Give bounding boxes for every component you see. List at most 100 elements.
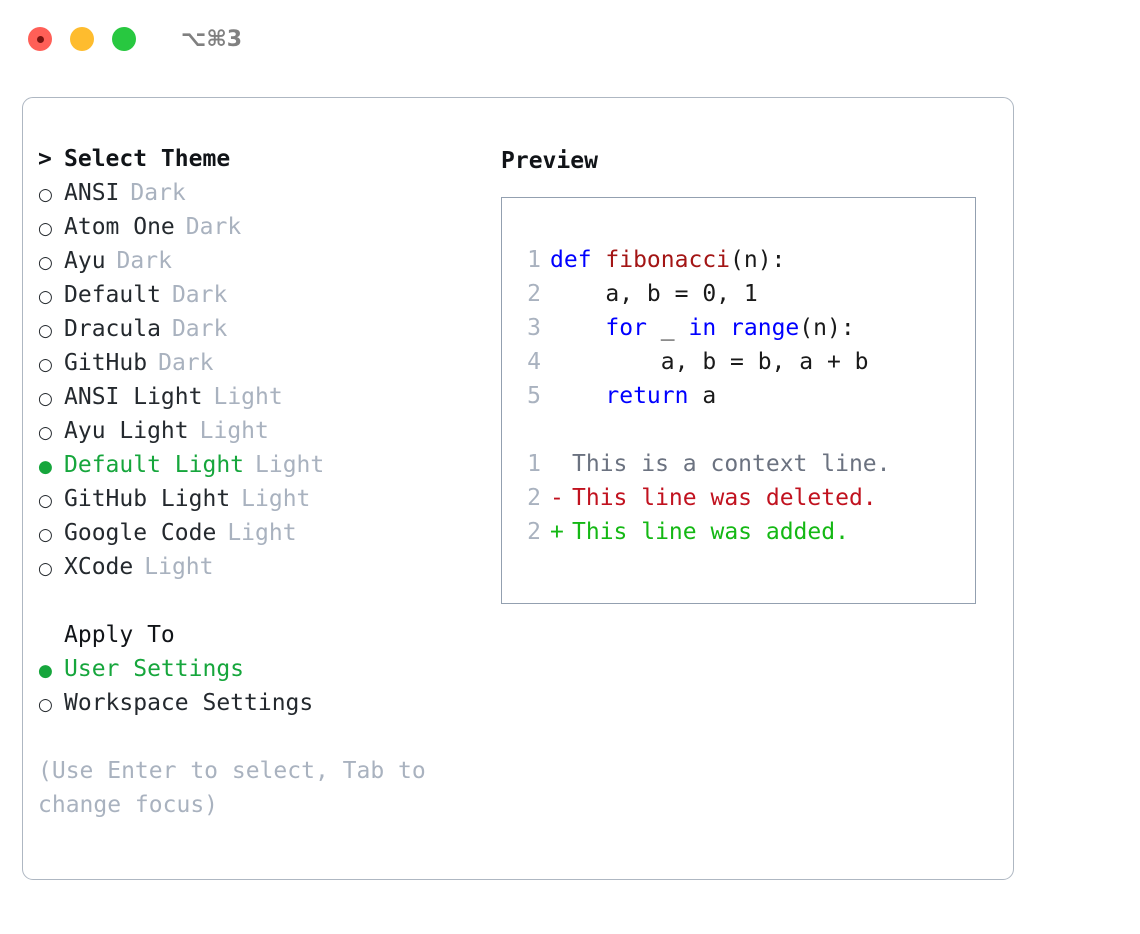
diff-text: This line was added.	[572, 519, 849, 545]
apply-to-option-user-settings[interactable]: ●User Settings	[38, 656, 478, 690]
maximize-window-icon[interactable]	[112, 27, 136, 51]
theme-option-label: Atom One	[64, 214, 175, 240]
code-token	[550, 383, 605, 409]
radio-unselected-icon: ○	[38, 253, 53, 273]
line-number: 1	[527, 451, 541, 477]
radio-unselected-icon: ○	[38, 389, 53, 409]
theme-option-label: ANSI	[64, 180, 120, 206]
code-line-text: def fibonacci(n):	[550, 243, 785, 277]
close-window-icon[interactable]	[28, 27, 52, 51]
code-token	[716, 315, 730, 341]
code-token: fibonacci	[605, 247, 731, 273]
theme-variant-badge: Light	[199, 418, 269, 444]
radio-unselected-icon: ○	[38, 185, 53, 205]
theme-option-ayu[interactable]: ○ Ayu Dark	[38, 248, 478, 282]
theme-option-atom-one[interactable]: ○ Atom One Dark	[38, 214, 478, 248]
diff-text: This line was deleted.	[572, 485, 877, 511]
apply-to-title: Apply To	[64, 622, 175, 648]
code-line: 5 return a	[502, 379, 975, 413]
select-theme-title: Select Theme	[64, 146, 231, 172]
diff-marker: -	[550, 485, 564, 511]
theme-variant-badge: Light	[213, 384, 283, 410]
theme-variant-badge: Light	[255, 452, 325, 478]
theme-option-label: Ayu	[64, 248, 106, 274]
radio-unselected-icon: ○	[38, 287, 53, 307]
theme-option-default-light[interactable]: ● Default Light Light	[38, 452, 478, 486]
radio-unselected-icon: ○	[38, 423, 53, 443]
code-token: return	[605, 383, 689, 409]
code-line-text: return a	[550, 379, 716, 413]
diff-line-text: +This line was added.	[550, 515, 849, 549]
code-line-text: a, b = b, a + b	[550, 345, 869, 379]
theme-option-label: XCode	[64, 554, 134, 580]
diff-sample: 1 This is a context line.2-This line was…	[502, 447, 975, 549]
theme-option-label: GitHub	[64, 350, 148, 376]
theme-variant-badge: Dark	[185, 214, 242, 240]
radio-unselected-icon: ○	[38, 559, 53, 579]
code-token: range	[730, 315, 800, 341]
diff-line: 2-This line was deleted.	[502, 481, 975, 515]
theme-option-github-light[interactable]: ○ GitHub Light Light	[38, 486, 478, 520]
select-theme-header: > Select Theme	[38, 146, 478, 180]
code-token: a, b = b, a + b	[550, 349, 869, 375]
line-number: 1	[527, 247, 541, 273]
theme-variant-badge: Dark	[158, 350, 214, 376]
code-token: a	[688, 383, 717, 409]
theme-option-github[interactable]: ○ GitHub Dark	[38, 350, 478, 384]
diff-marker	[550, 447, 572, 481]
theme-variant-badge: Light	[227, 520, 297, 546]
apply-to-option-label: User Settings	[64, 656, 245, 682]
line-number: 4	[527, 349, 541, 375]
diff-line-text: This is a context line.	[550, 447, 891, 481]
title-bar: ⌥⌘3	[0, 0, 1140, 78]
theme-variant-badge: Dark	[130, 180, 186, 206]
diff-line-text: -This line was deleted.	[550, 481, 877, 515]
keyboard-hint: (Use Enter to select, Tab to change focu…	[38, 758, 440, 818]
code-line-text: a, b = 0, 1	[550, 277, 758, 311]
theme-option-label: Default Light	[64, 452, 245, 478]
radio-unselected-icon: ○	[38, 491, 53, 511]
theme-option-label: Default	[64, 282, 161, 308]
preview-title: Preview	[501, 148, 598, 174]
code-line: 2 a, b = 0, 1	[502, 277, 975, 311]
theme-option-ansi-light[interactable]: ○ ANSI Light Light	[38, 384, 478, 418]
code-token: a, b = 0, 1	[550, 281, 758, 307]
code-token: (n):	[799, 315, 855, 341]
radio-unselected-icon: ○	[38, 695, 53, 715]
apply-to-option-label: Workspace Settings	[64, 690, 314, 716]
line-number: 5	[527, 383, 541, 409]
diff-line: 1 This is a context line.	[502, 447, 975, 481]
code-token: for	[605, 315, 647, 341]
theme-variant-badge: Light	[144, 554, 214, 580]
code-line-text: for _ in range(n):	[550, 311, 855, 345]
keyboard-shortcut-label: ⌥⌘3	[181, 26, 243, 52]
theme-option-ansi[interactable]: ○ ANSI Dark	[38, 180, 478, 214]
minimize-window-icon[interactable]	[70, 27, 94, 51]
theme-variant-badge: Light	[241, 486, 311, 512]
radio-unselected-icon: ○	[38, 355, 53, 375]
selection-caret-icon: >	[38, 146, 52, 172]
code-diff-spacer	[502, 413, 975, 447]
line-number: 2	[527, 485, 541, 511]
line-number: 2	[527, 281, 541, 307]
theme-option-label: GitHub Light	[64, 486, 231, 512]
list-spacer	[38, 588, 478, 622]
apply-to-option-workspace-settings[interactable]: ○ Workspace Settings	[38, 690, 478, 724]
theme-variant-badge: Dark	[171, 316, 228, 342]
theme-option-label: ANSI Light	[64, 384, 203, 410]
radio-selected-icon: ●	[38, 457, 53, 477]
diff-line: 2+This line was added.	[502, 515, 975, 549]
theme-option-xcode[interactable]: ○ XCode Light	[38, 554, 478, 588]
radio-unselected-icon: ○	[38, 219, 53, 239]
window-controls	[28, 27, 136, 51]
theme-variant-badge: Dark	[116, 248, 172, 274]
